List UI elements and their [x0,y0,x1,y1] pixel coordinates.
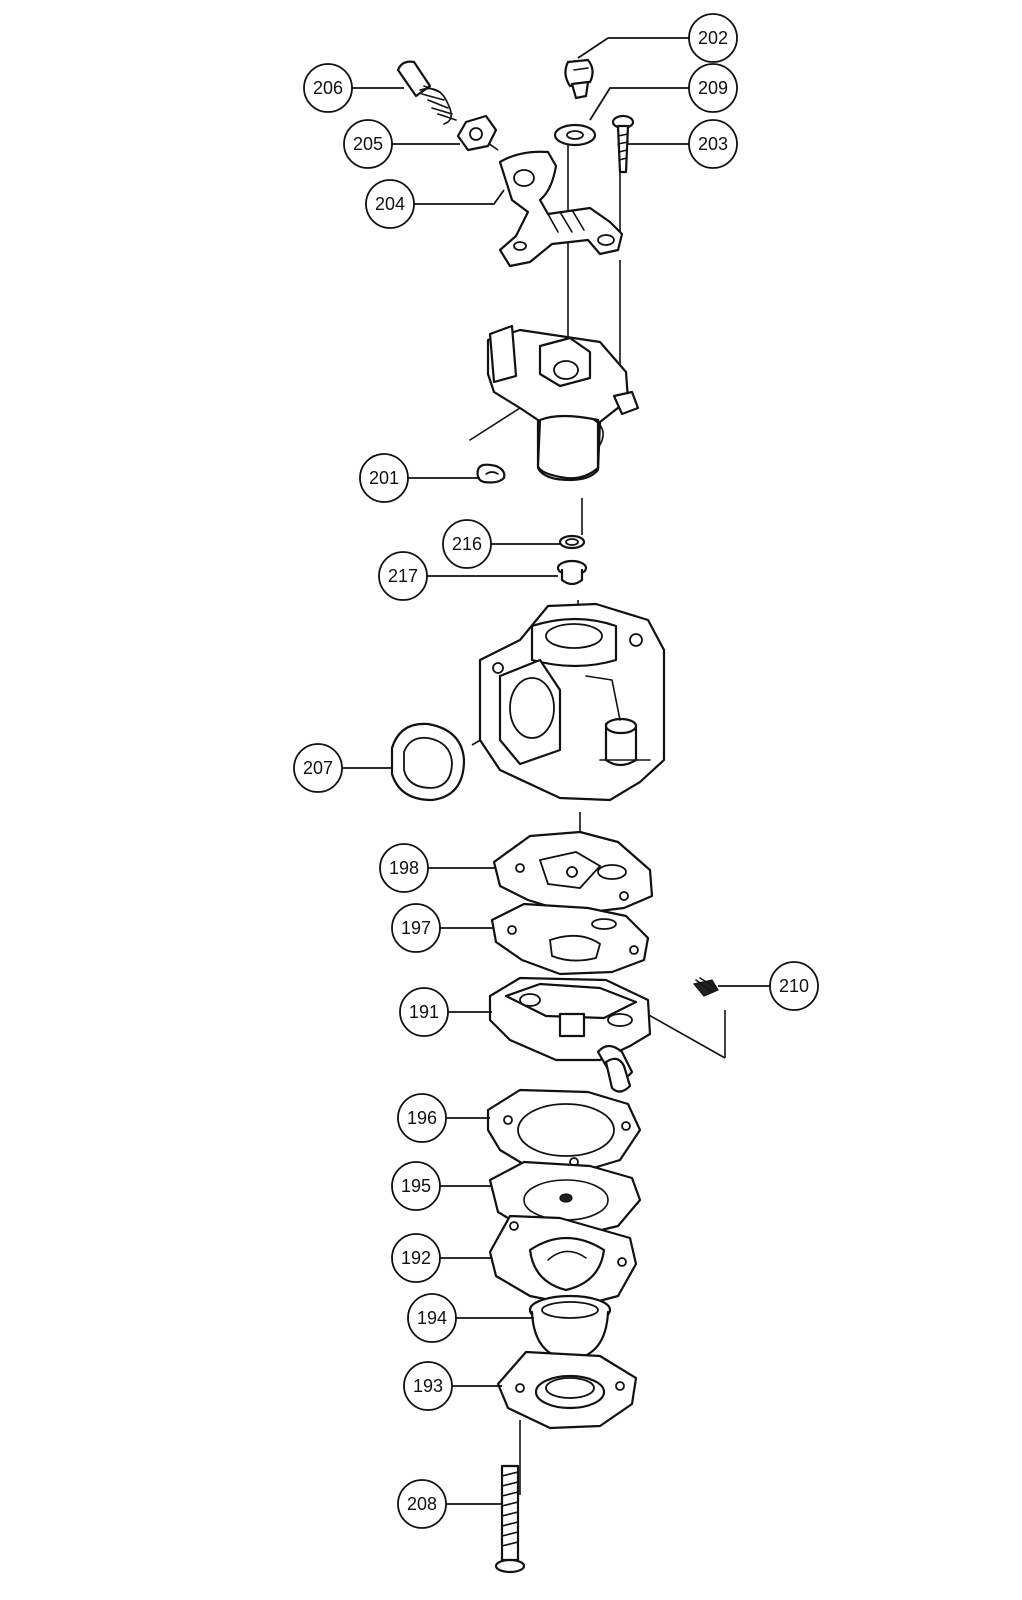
callout-202: 202 [688,13,738,63]
callout-203: 203 [688,119,738,169]
callout-label: 196 [407,1108,437,1128]
callout-192: 192 [391,1233,441,1283]
part-carburetor-main-body [478,602,666,802]
callout-216: 216 [442,519,492,569]
callout-label: 193 [413,1376,443,1396]
part-196-gasket [486,1088,642,1174]
callout-label: 217 [388,566,418,586]
callout-201: 201 [359,453,409,503]
part-210-fitting [692,977,719,997]
part-203-screw [611,114,635,174]
part-198-gasket [492,830,654,916]
callout-196: 196 [397,1093,447,1143]
part-205-nut [456,114,498,152]
callout-209: 209 [688,63,738,113]
callout-label: 194 [417,1308,447,1328]
callout-label: 206 [313,78,343,98]
callout-label: 216 [452,534,482,554]
part-carburetor-upper-body [469,324,640,482]
part-217-bushing [556,559,588,586]
callout-207: 207 [293,743,343,793]
callout-label: 209 [698,78,728,98]
callout-label: 197 [401,918,431,938]
callout-205: 205 [343,119,393,169]
callout-206: 206 [303,63,353,113]
callout-label: 202 [698,28,728,48]
part-192-pump-cover [488,1214,638,1308]
part-207-ring-gasket [390,722,466,802]
leader-lines [342,37,770,1387]
callout-label: 208 [407,1494,437,1514]
part-206-adjust-screw [396,60,457,125]
callout-label: 201 [369,468,399,488]
callout-label: 192 [401,1248,431,1268]
callout-210: 210 [769,961,819,1011]
part-193-retainer-plate [496,1350,638,1430]
callout-label: 198 [389,858,419,878]
callout-194: 194 [407,1293,457,1343]
part-216-o-ring [558,534,586,550]
callout-label: 204 [375,194,405,214]
callout-198: 198 [379,843,429,893]
callout-label: 191 [409,1002,439,1022]
callout-label: 195 [401,1176,431,1196]
part-191-pump-body [488,976,652,1093]
part-201-clip [476,463,506,484]
callout-204: 204 [365,179,415,229]
callout-191: 191 [399,987,449,1037]
part-202-screw [564,58,594,100]
callout-label: 205 [353,134,383,154]
callout-label: 207 [303,758,333,778]
callout-197: 197 [391,903,441,953]
part-208-long-screw [494,1464,526,1574]
part-204-throttle-lever [498,150,624,268]
callout-label: 203 [698,134,728,154]
callout-label: 210 [779,976,809,996]
callout-195: 195 [391,1161,441,1211]
part-209-washer [553,123,597,147]
part-197-diaphragm [490,902,650,976]
callout-217: 217 [378,551,428,601]
part-194-primer-bulb [528,1294,612,1362]
callout-208: 208 [397,1479,447,1529]
callout-193: 193 [403,1361,453,1411]
